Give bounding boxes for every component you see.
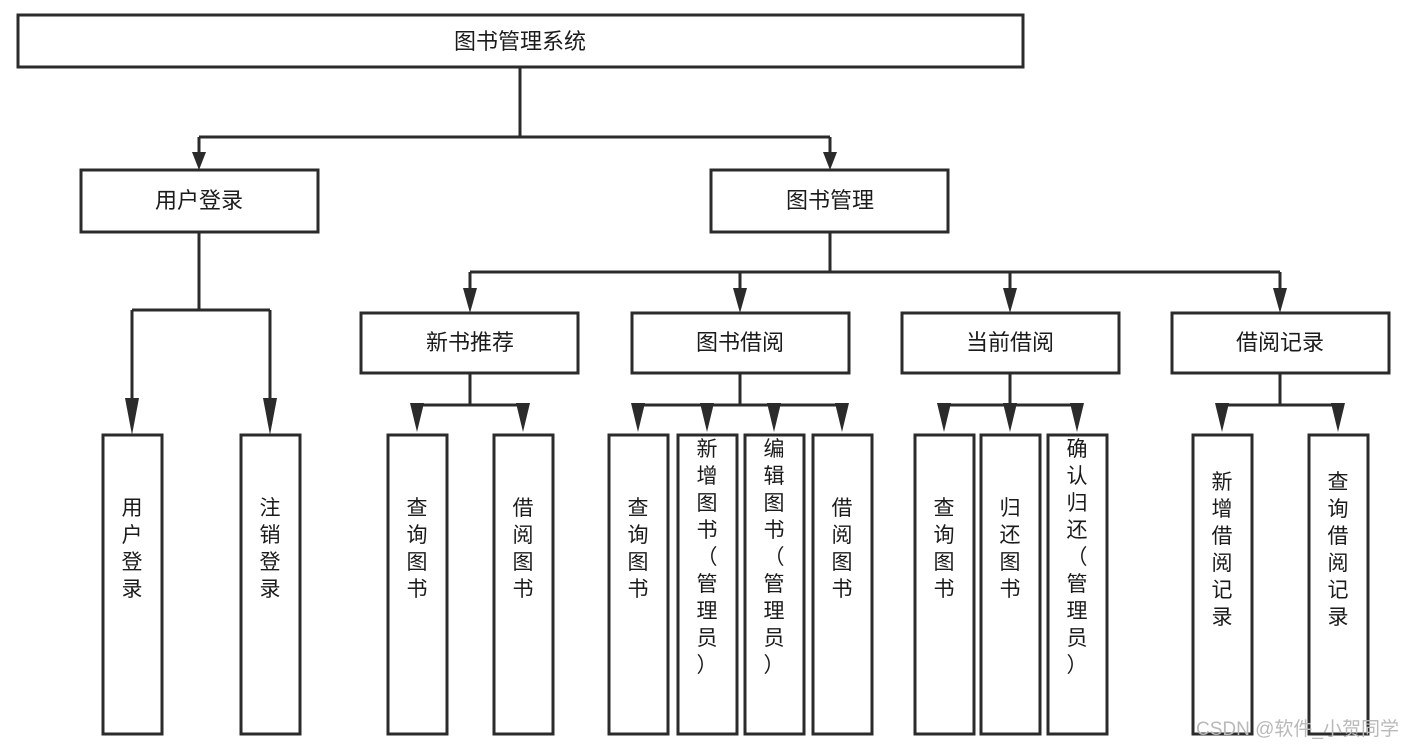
arrowhead-book-borrow [733, 288, 747, 313]
node-current-borrow-box[interactable] [900, 311, 1121, 375]
arrowhead-leaf-borrow-book-2 [835, 403, 849, 432]
node-root-label: 图书管理系统 [454, 29, 586, 54]
node-user-login[interactable]: 用户登录 [79, 168, 320, 234]
node-leaf-add-book[interactable]: 新增图书（管理员） [676, 433, 739, 736]
connector-group-book-borrow [631, 373, 849, 432]
node-leaf-confirm-return-label: 确认归还（管理员） [1067, 438, 1088, 677]
node-leaf-user-login[interactable]: 用户登录 [101, 433, 164, 736]
node-borrow-record-box[interactable] [1170, 311, 1391, 375]
node-leaf-logout-login-box[interactable] [239, 433, 302, 736]
node-leaf-add-record-box[interactable] [1191, 433, 1254, 736]
connector-group-new-book-recommend [410, 373, 530, 432]
arrowhead-leaf-user-login [125, 398, 139, 435]
node-leaf-confirm-return[interactable]: 确认归还（管理员） [1046, 433, 1109, 736]
node-leaf-query-record[interactable]: 查询借阅记录 [1307, 433, 1370, 736]
node-leaf-return-book[interactable]: 归还图书 [979, 433, 1042, 736]
arrowhead-leaf-return-book [1003, 403, 1017, 432]
node-root-box[interactable] [16, 13, 1025, 69]
node-leaf-query-book-1-box[interactable] [386, 433, 449, 736]
node-leaf-query-book-3-box[interactable] [913, 433, 976, 736]
node-leaf-query-book-3[interactable]: 查询图书 [913, 433, 976, 736]
arrowhead-user-login [192, 152, 206, 170]
node-leaf-borrow-book-2-label: 借阅图书 [832, 497, 853, 601]
node-leaf-borrow-book-2[interactable]: 借阅图书 [811, 433, 874, 736]
arrowhead-leaf-query-book-3 [937, 403, 951, 432]
node-leaf-edit-book-label: 编辑图书（管理员） [764, 438, 785, 677]
node-leaf-return-book-box[interactable] [979, 433, 1042, 736]
node-leaf-user-login-box[interactable] [101, 433, 164, 736]
arrowhead-new-book-recommend [463, 288, 477, 313]
node-new-book-recommend-box[interactable] [359, 311, 580, 375]
arrowhead-borrow-record [1273, 288, 1287, 313]
node-book-management[interactable]: 图书管理 [709, 168, 950, 234]
node-current-borrow[interactable]: 当前借阅 [900, 311, 1121, 375]
node-borrow-record-label: 借阅记录 [1236, 330, 1324, 355]
node-leaf-logout-login-label: 注销登录 [260, 497, 281, 601]
connector-group-borrow-record [1215, 373, 1345, 432]
node-leaf-add-record[interactable]: 新增借阅记录 [1191, 433, 1254, 736]
arrowhead-leaf-query-record [1331, 403, 1345, 432]
arrowhead-book-management [823, 152, 837, 170]
arrowhead-leaf-add-record [1215, 403, 1229, 432]
arrowhead-leaf-borrow-book-1 [516, 403, 530, 432]
node-leaf-query-book-2-box[interactable] [607, 433, 670, 736]
node-leaf-borrow-book-1[interactable]: 借阅图书 [492, 433, 555, 736]
arrowhead-leaf-query-book-2 [631, 403, 645, 432]
node-borrow-record[interactable]: 借阅记录 [1170, 311, 1391, 375]
node-leaf-borrow-book-1-label: 借阅图书 [513, 497, 534, 601]
node-leaf-logout-login[interactable]: 注销登录 [239, 433, 302, 736]
connector-group-root [192, 67, 837, 170]
node-leaf-edit-book-box[interactable] [743, 433, 806, 736]
node-leaf-borrow-book-1-box[interactable] [492, 433, 555, 736]
node-book-management-box[interactable] [709, 168, 950, 234]
node-leaf-query-book-1-label: 查询图书 [407, 497, 428, 601]
node-leaf-borrow-book-2-box[interactable] [811, 433, 874, 736]
node-leaf-query-book-2-label: 查询图书 [628, 497, 649, 601]
node-root[interactable]: 图书管理系统 [16, 13, 1025, 69]
node-leaf-add-record-label: 新增借阅记录 [1212, 471, 1233, 629]
node-book-borrow[interactable]: 图书借阅 [630, 311, 851, 375]
arrowhead-leaf-edit-book [767, 403, 781, 432]
node-user-login-box[interactable] [79, 168, 320, 234]
connector-group-current-borrow [937, 373, 1084, 432]
node-leaf-add-book-box[interactable] [676, 433, 739, 736]
csdn-watermark: CSDN @软件_小贺同学 [1196, 718, 1399, 740]
node-current-borrow-label: 当前借阅 [966, 330, 1054, 355]
node-leaf-query-record-label: 查询借阅记录 [1328, 471, 1349, 629]
connector-group-user-login [125, 232, 277, 435]
node-leaf-user-login-label: 用户登录 [122, 497, 143, 601]
node-leaf-edit-book[interactable]: 编辑图书（管理员） [743, 433, 806, 736]
node-book-borrow-label: 图书借阅 [696, 330, 784, 355]
arrowhead-leaf-query-book-1 [410, 403, 424, 432]
arrowhead-leaf-add-book [700, 403, 714, 432]
arrowhead-leaf-confirm-return [1070, 403, 1084, 432]
node-leaf-query-record-box[interactable] [1307, 433, 1370, 736]
node-new-book-recommend-label: 新书推荐 [426, 330, 514, 355]
node-leaf-query-book-1[interactable]: 查询图书 [386, 433, 449, 736]
arrowhead-leaf-logout-login [263, 398, 277, 435]
arrowhead-current-borrow [1003, 288, 1017, 313]
node-leaf-return-book-label: 归还图书 [1000, 497, 1021, 601]
node-leaf-add-book-label: 新增图书（管理员） [697, 438, 718, 677]
node-leaf-confirm-return-box[interactable] [1046, 433, 1109, 736]
node-book-management-label: 图书管理 [786, 188, 874, 213]
node-user-login-label: 用户登录 [155, 188, 243, 213]
node-book-borrow-box[interactable] [630, 311, 851, 375]
node-leaf-query-book-2[interactable]: 查询图书 [607, 433, 670, 736]
node-new-book-recommend[interactable]: 新书推荐 [359, 311, 580, 375]
connector-group-book-management [463, 232, 1287, 313]
node-leaf-query-book-3-label: 查询图书 [934, 497, 955, 601]
